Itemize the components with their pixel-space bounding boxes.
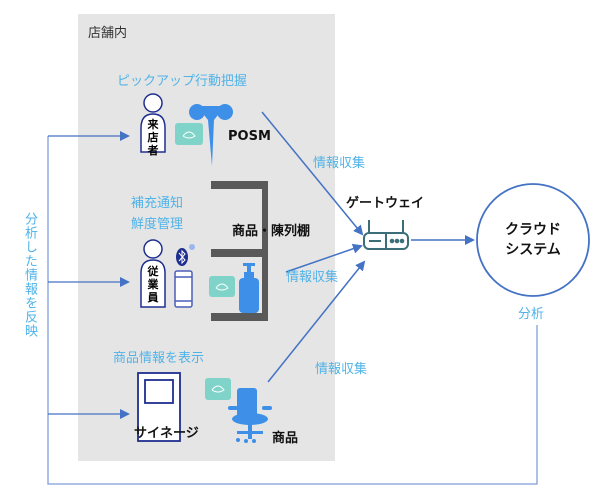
collect-arrow-bottom [267, 260, 366, 383]
visitor-label: 来店者 [147, 118, 159, 157]
feedback-label: 分析した情報を反映 [22, 212, 37, 338]
collect-label-mid: 情報収集 [286, 270, 339, 285]
bluetooth-icon [176, 244, 195, 266]
analyze-label: 分析 [518, 307, 545, 322]
beacon-icon [175, 123, 203, 145]
chair-icon [228, 388, 272, 443]
product-label: 商品 [272, 431, 299, 446]
posm-label: POSM [228, 129, 271, 144]
collect-label-top: 情報収集 [313, 156, 366, 171]
beacon-icon [205, 378, 231, 400]
signage-caption: 商品情報を表示 [113, 351, 205, 366]
feedback-loop [47, 136, 538, 485]
bottle-icon [239, 263, 259, 313]
smartphone-icon [174, 270, 193, 308]
shelf-icon [211, 181, 268, 321]
collect-arrow-top [261, 111, 364, 236]
staff-icon [140, 239, 166, 308]
staff-caption-line1: 補充通知 [131, 196, 184, 211]
store-label: 店舗内 [88, 26, 128, 41]
collect-arrow-mid [285, 243, 363, 273]
cloud-system-label: クラウド システム [477, 220, 589, 260]
posm-icon [189, 104, 233, 166]
beacon-icon [209, 276, 235, 297]
shelf-label: 商品・陳列棚 [232, 224, 311, 239]
cloud-system-circle [476, 183, 590, 297]
staff-caption-line2: 鮮度管理 [131, 217, 184, 232]
cloud-line1: クラウド [505, 222, 561, 238]
gateway-label: ゲートウェイ [346, 196, 425, 211]
staff-label: 従業員 [147, 265, 159, 304]
pickup-caption: ピックアップ行動把握 [117, 74, 248, 89]
gateway-icon [363, 220, 409, 250]
visitor-icon [140, 93, 166, 153]
cloud-line2: システム [505, 242, 561, 258]
collect-label-bottom: 情報収集 [315, 362, 368, 377]
signage-label: サイネージ [134, 426, 199, 441]
signage-icon [137, 372, 181, 442]
